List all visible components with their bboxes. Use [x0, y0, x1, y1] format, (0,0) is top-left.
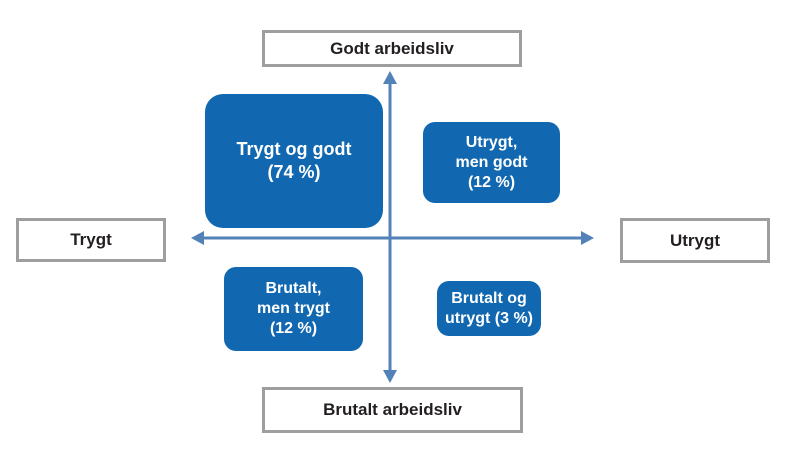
arrowhead-right-icon: [581, 231, 594, 245]
vertical-axis-arrow: [383, 71, 397, 383]
quadrant-value-line: (12 %): [269, 320, 318, 337]
axis-label-bottom: Brutalt arbeidsliv: [262, 387, 523, 433]
axis-label-top: Godt arbeidsliv: [262, 30, 522, 67]
axis-label-bottom-text: Brutalt arbeidsliv: [323, 400, 462, 419]
axis-label-left-text: Trygt: [70, 230, 112, 249]
arrowhead-left-icon: [191, 231, 204, 245]
axis-label-left: Trygt: [16, 218, 166, 262]
quadrant-trygt-og-godt: Trygt og godt (74 %): [205, 94, 383, 228]
quadrant-label-line: Brutalt,: [265, 280, 322, 297]
horizontal-axis-arrow: [191, 231, 594, 245]
axis-label-right-text: Utrygt: [669, 230, 721, 250]
quadrant-label-line: Brutalt og: [451, 289, 527, 307]
quadrant-value-line: (12 %): [467, 173, 516, 191]
quadrant-brutalt-men-trygt: Brutalt, men trygt (12 %): [224, 267, 363, 351]
quadrant-label-line: Trygt og godt: [236, 138, 352, 159]
quadrant-label-line: men trygt: [257, 300, 330, 317]
quadrant-label-line: Utrygt,: [465, 133, 518, 151]
quadrant-value-line: (74 %): [267, 162, 321, 182]
quadrant-brutalt-og-utrygt: Brutalt og utrygt (3 %): [437, 281, 541, 336]
quadrant-value-line: utrygt (3 %): [445, 309, 533, 327]
arrowhead-down-icon: [383, 370, 397, 383]
quadrant-label-line: men godt: [455, 153, 528, 171]
quadrant-utrygt-men-godt: Utrygt, men godt (12 %): [423, 122, 560, 203]
axis-label-top-text: Godt arbeidsliv: [330, 38, 454, 58]
arrowhead-up-icon: [383, 71, 397, 84]
axis-label-right: Utrygt: [620, 218, 770, 263]
